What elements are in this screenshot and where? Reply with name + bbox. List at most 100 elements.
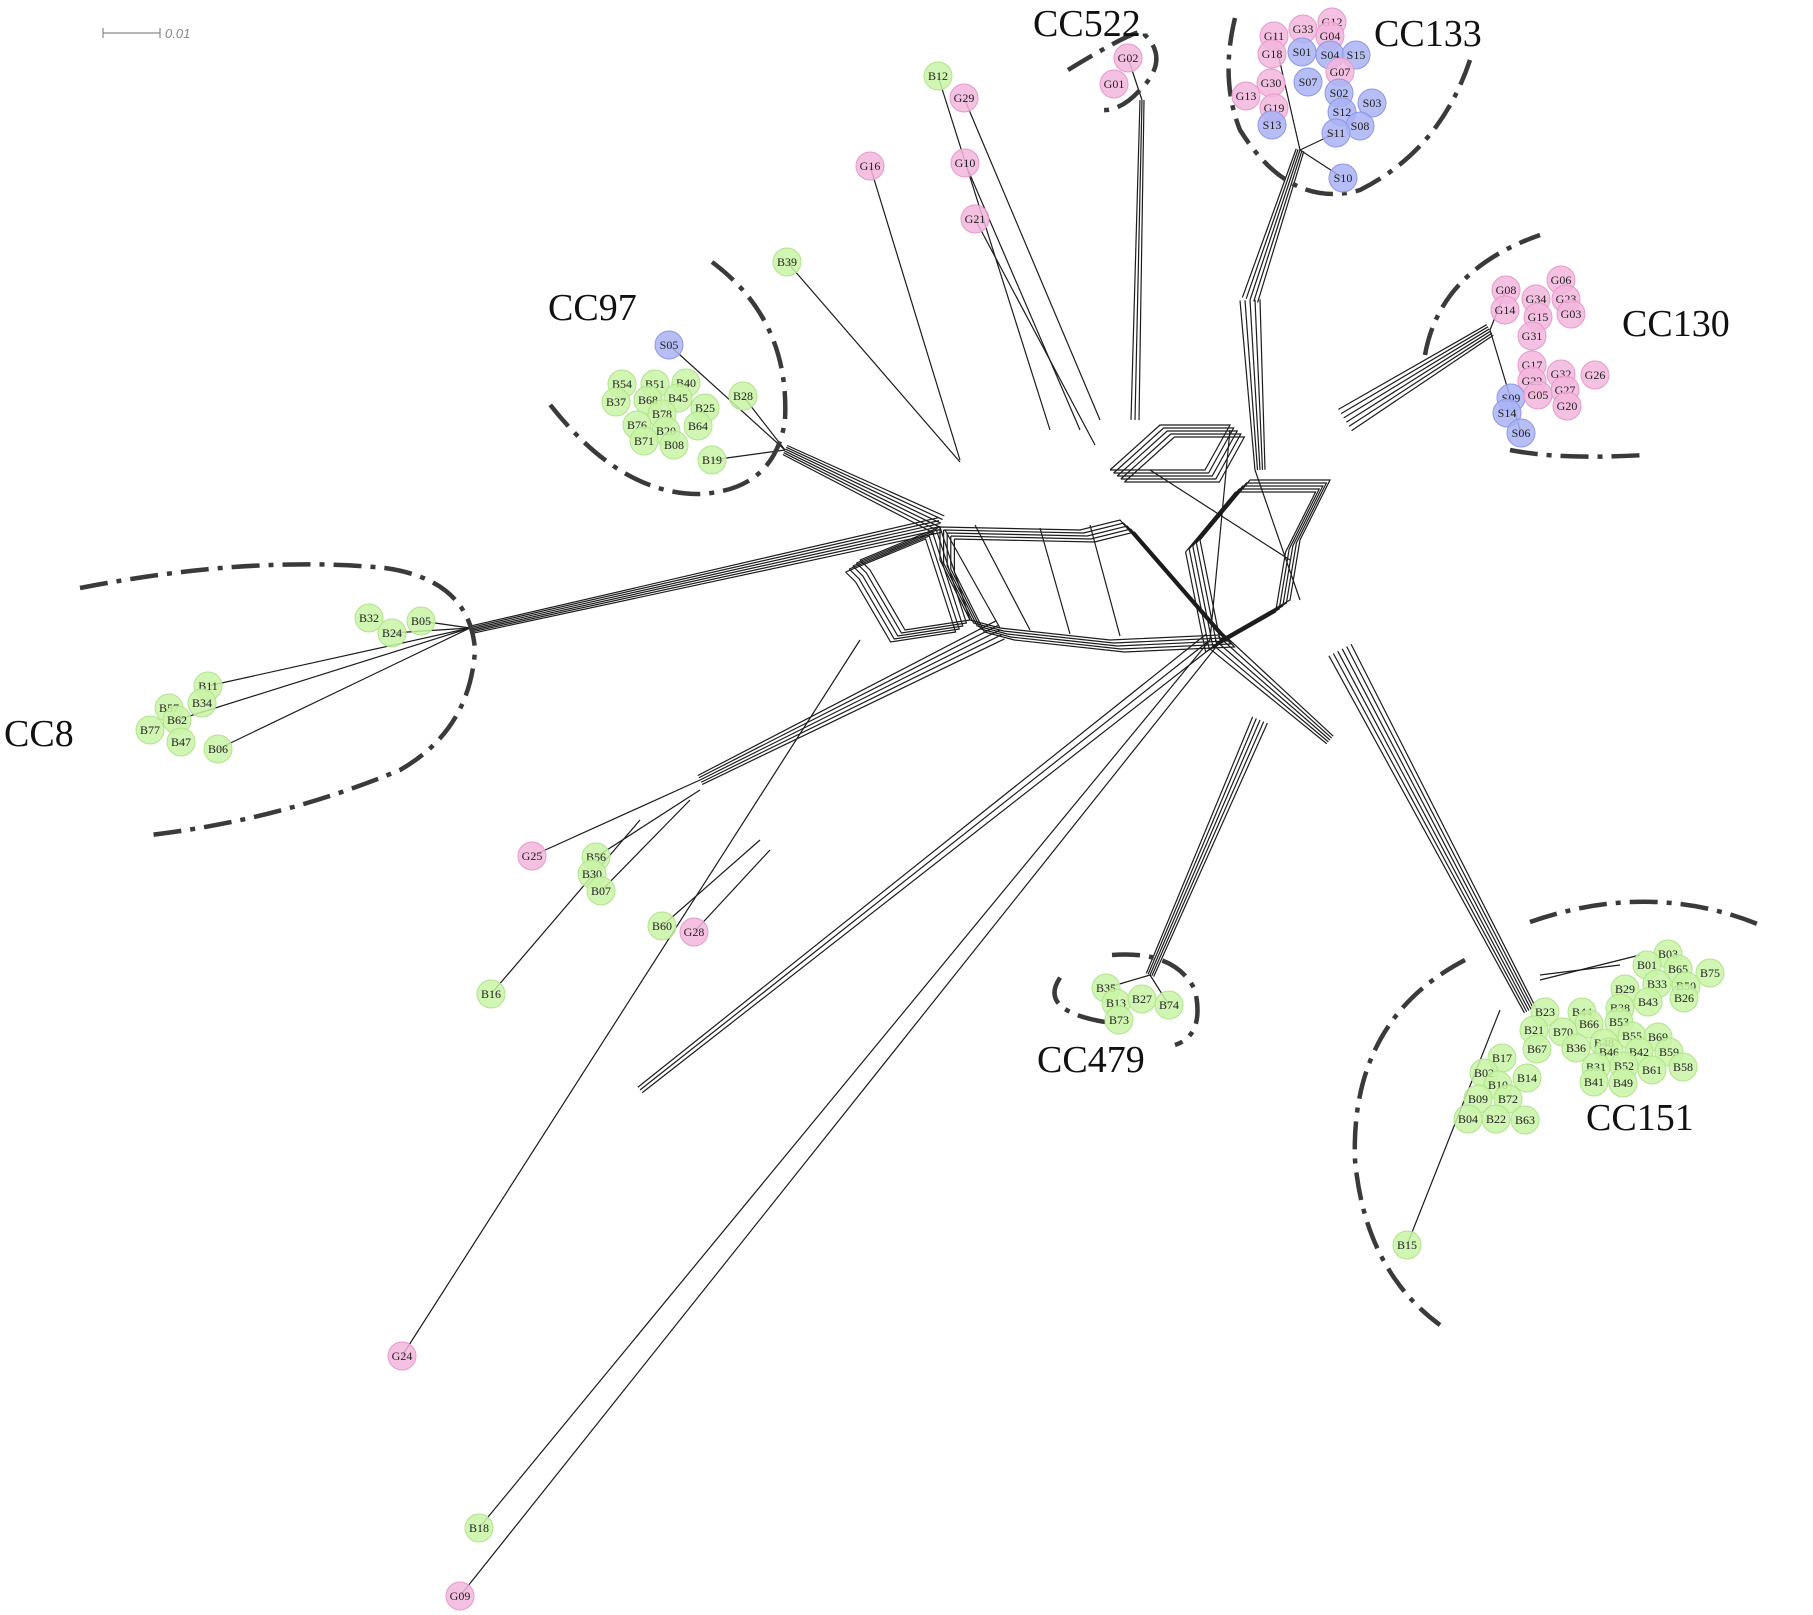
branch-cc8 bbox=[470, 528, 942, 633]
node-label: B45 bbox=[668, 391, 688, 405]
network-ring bbox=[1120, 433, 1242, 480]
node-label: S10 bbox=[1334, 171, 1353, 185]
node-circle bbox=[387, 1341, 417, 1371]
leaf-edge bbox=[595, 789, 701, 858]
node-circle bbox=[1492, 398, 1522, 428]
cluster-label-cc8: CC8 bbox=[4, 713, 74, 755]
node-label: B15 bbox=[1397, 1238, 1417, 1252]
node-label: B19 bbox=[702, 453, 722, 467]
node-label: G08 bbox=[1496, 283, 1517, 297]
network-ring bbox=[953, 531, 1236, 653]
network-cross bbox=[1254, 469, 1301, 601]
branch-cc479 bbox=[1149, 719, 1261, 976]
branch-core-north bbox=[1259, 299, 1266, 470]
node-label: B05 bbox=[411, 614, 431, 628]
node-label: B01 bbox=[1637, 958, 1657, 972]
node-b41: B41 bbox=[1579, 1067, 1609, 1097]
node-label: B32 bbox=[359, 611, 379, 625]
outline-cc479 bbox=[1052, 952, 1200, 1048]
node-b71: B71 bbox=[629, 426, 659, 456]
node-circle bbox=[1522, 1034, 1552, 1064]
branch-cc479 bbox=[1145, 716, 1254, 974]
node-label: S12 bbox=[1333, 105, 1352, 119]
node-b08: B08 bbox=[659, 430, 689, 460]
node-g31: G31 bbox=[1517, 321, 1547, 351]
node-label: B18 bbox=[469, 1521, 489, 1535]
node-label: B73 bbox=[1109, 1013, 1129, 1027]
branch-cc151 bbox=[1341, 648, 1532, 1010]
leaf-edge bbox=[207, 627, 471, 687]
node-g33: G33 bbox=[1288, 14, 1318, 44]
leaf-edge bbox=[401, 639, 861, 1357]
branch-cc151 bbox=[1332, 653, 1528, 1013]
node-label: G28 bbox=[684, 925, 705, 939]
scale-bar: 0.01 bbox=[102, 26, 190, 41]
node-b61: B61 bbox=[1637, 1055, 1667, 1085]
node-label: B59 bbox=[1659, 1045, 1679, 1059]
node-g01: G01 bbox=[1099, 69, 1129, 99]
branch-core-southeast bbox=[1217, 635, 1333, 739]
node-g03: G03 bbox=[1556, 299, 1586, 329]
node-circle bbox=[1113, 43, 1143, 73]
node-b27: B27 bbox=[1127, 984, 1157, 1014]
node-circle bbox=[354, 603, 384, 633]
branch-southwest bbox=[701, 638, 1005, 786]
node-label: G25 bbox=[522, 849, 543, 863]
node-circle bbox=[855, 151, 885, 181]
scale-bar-label: 0.01 bbox=[165, 26, 190, 41]
node-label: B39 bbox=[777, 255, 797, 269]
node-b28: B28 bbox=[728, 381, 758, 411]
node-b64: B64 bbox=[683, 411, 713, 441]
leaf-edge bbox=[176, 627, 471, 721]
leaf-edge bbox=[869, 165, 961, 461]
node-label: G10 bbox=[955, 156, 976, 170]
node-circle bbox=[1561, 1033, 1591, 1063]
branch-cc151 bbox=[1328, 655, 1525, 1014]
node-g28: G28 bbox=[679, 917, 709, 947]
node-label: B07 bbox=[591, 884, 611, 898]
leaf-edge bbox=[661, 839, 761, 927]
node-label: B08 bbox=[664, 438, 684, 452]
node-b67: B67 bbox=[1522, 1034, 1552, 1064]
node-label: G15 bbox=[1528, 310, 1549, 324]
node-label: G26 bbox=[1585, 368, 1606, 382]
leaf-edge bbox=[478, 639, 1211, 1529]
node-b47: B47 bbox=[166, 727, 196, 757]
branch-cc130 bbox=[1343, 328, 1490, 419]
node-circle bbox=[1552, 391, 1582, 421]
node-label: G06 bbox=[1551, 273, 1572, 287]
branch-cc522 bbox=[1134, 99, 1143, 421]
branch-cc151 bbox=[1337, 650, 1530, 1011]
node-g08: G08 bbox=[1491, 275, 1521, 305]
network-cross bbox=[1089, 524, 1121, 637]
cluster-labels: CC522 CC133 CC130 CC97 CC8 CC479 CC151 bbox=[4, 3, 1730, 1139]
node-label: B04 bbox=[1458, 1112, 1478, 1126]
node-b22: B22 bbox=[1481, 1104, 1511, 1134]
node-label: B33 bbox=[1647, 977, 1667, 991]
node-label: B23 bbox=[1535, 1005, 1555, 1019]
leaf-edge bbox=[1406, 1009, 1501, 1246]
node-label: G05 bbox=[1528, 388, 1549, 402]
node-circle bbox=[464, 1513, 494, 1543]
node-s14: S14 bbox=[1492, 398, 1522, 428]
network-ring bbox=[1109, 424, 1232, 471]
node-b36: B36 bbox=[1561, 1033, 1591, 1063]
branch-core-north bbox=[1254, 299, 1264, 470]
node-label: S07 bbox=[1299, 75, 1318, 89]
branch-cc97 bbox=[783, 452, 938, 531]
node-g18: G18 bbox=[1257, 39, 1287, 69]
leaf-edge bbox=[459, 641, 1221, 1597]
node-circle bbox=[659, 430, 689, 460]
node-b05: B05 bbox=[406, 606, 436, 636]
node-label: B70 bbox=[1553, 1025, 1573, 1039]
node-label: G01 bbox=[1104, 77, 1125, 91]
node-circle bbox=[647, 911, 677, 941]
node-label: B14 bbox=[1517, 1071, 1537, 1085]
node-g14: G14 bbox=[1490, 295, 1520, 325]
branch-cc97 bbox=[782, 453, 936, 535]
leaf-edge bbox=[531, 779, 701, 857]
node-circle bbox=[1328, 163, 1358, 193]
branch-cc522 bbox=[1138, 100, 1145, 421]
branch-cc133 bbox=[1257, 151, 1305, 303]
node-label: B61 bbox=[1642, 1063, 1662, 1077]
